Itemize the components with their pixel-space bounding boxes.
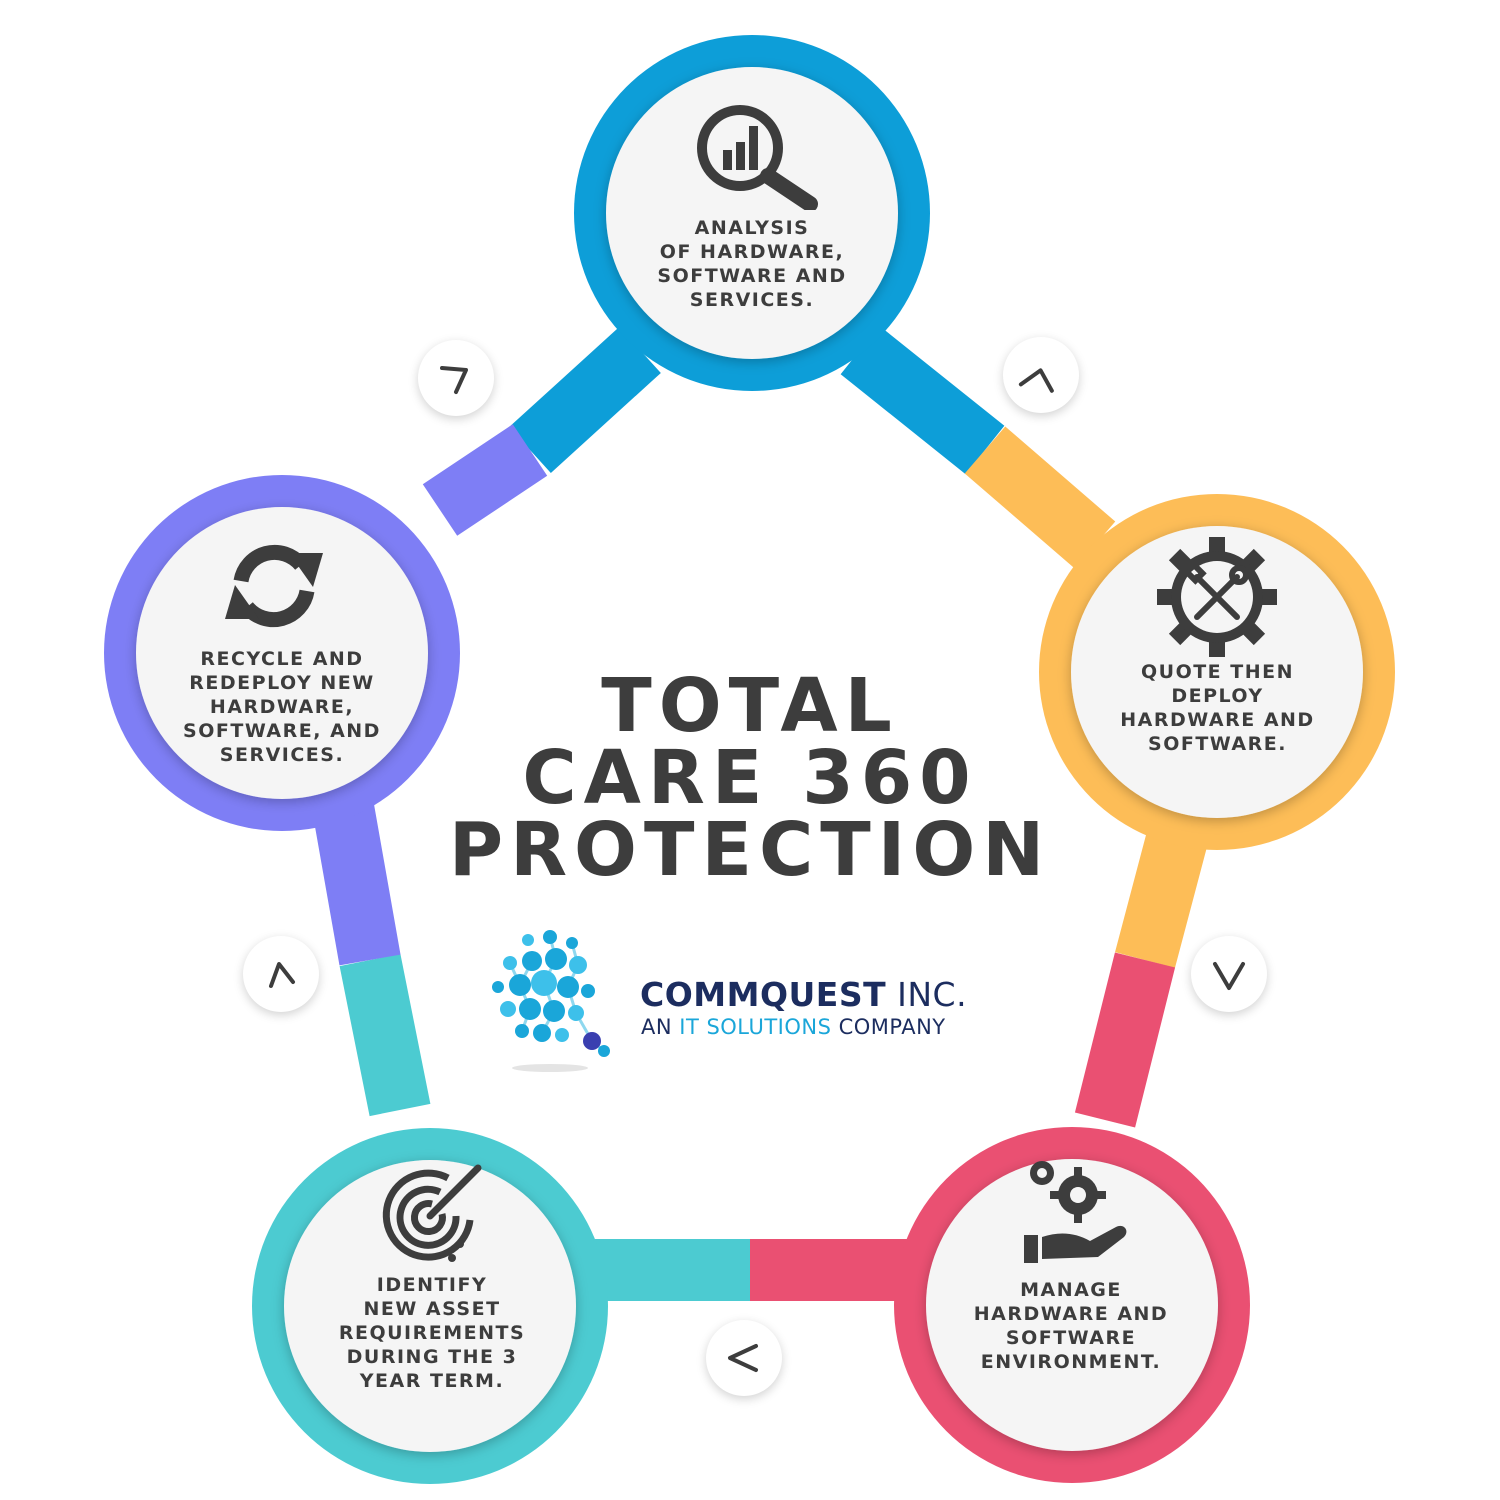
node-inner-identify bbox=[284, 1160, 576, 1452]
step-text-manage: MANAGE HARDWARE AND SOFTWARE ENVIRONMENT… bbox=[973, 1279, 1169, 1373]
logo-dot bbox=[531, 970, 557, 996]
logo-dot bbox=[583, 1032, 601, 1050]
logo-dot bbox=[543, 930, 557, 944]
logo-dot bbox=[522, 934, 534, 946]
logo-dot bbox=[569, 956, 587, 974]
node-inner-manage bbox=[926, 1159, 1218, 1451]
logo-dot bbox=[519, 998, 541, 1020]
tagline-end: COMPANY bbox=[831, 1015, 946, 1039]
target-icon bbox=[382, 1164, 482, 1262]
arrow-badge-top-left bbox=[418, 340, 494, 416]
chevron-arrow-icon bbox=[269, 962, 295, 988]
node-inner-recycle bbox=[136, 507, 428, 799]
ring-segment-blue bbox=[509, 325, 1005, 475]
molecule-logo-icon bbox=[492, 930, 610, 1072]
step-text-quote: QUOTE THEN DEPLOY HARDWARE AND SOFTWARE. bbox=[1120, 661, 1315, 755]
chevron-arrow-icon bbox=[440, 366, 468, 394]
magnifier-chart-icon bbox=[697, 105, 818, 210]
arrow-badge-right bbox=[1191, 936, 1267, 1012]
logo-dot bbox=[557, 976, 579, 998]
chevron-arrow-icon bbox=[1213, 962, 1245, 990]
chevron-arrow-icon bbox=[1018, 368, 1054, 393]
tagline-start: AN bbox=[641, 1015, 680, 1039]
logo-dot bbox=[543, 1000, 565, 1022]
logo-dot bbox=[566, 937, 578, 949]
center-title: TOTAL CARE 360 PROTECTION bbox=[448, 663, 1052, 893]
logo-dot bbox=[500, 1001, 516, 1017]
logo-dot bbox=[568, 1005, 584, 1021]
logo-dot bbox=[515, 1024, 529, 1038]
gear-tools-icon bbox=[1157, 537, 1277, 657]
company-name-light: INC. bbox=[886, 975, 968, 1014]
tagline-accent: IT SOLUTIONS bbox=[679, 1015, 832, 1039]
step-text-analysis: ANALYSIS OF HARDWARE, SOFTWARE AND SERVI… bbox=[657, 217, 847, 311]
hand-gears-icon bbox=[1024, 1161, 1127, 1263]
logo-dot bbox=[492, 981, 504, 993]
arrow-badge-left bbox=[243, 936, 319, 1012]
company-name-bold: COMMQUEST bbox=[640, 975, 887, 1014]
logo-dot bbox=[555, 1028, 569, 1042]
step-text-recycle: RECYCLE AND REDEPLOY NEW HARDWARE, SOFTW… bbox=[183, 648, 381, 766]
arrow-badge-bottom bbox=[706, 1320, 782, 1396]
logo-dot bbox=[533, 1024, 551, 1042]
refresh-arrows-icon bbox=[225, 544, 323, 628]
logo-dot bbox=[503, 956, 517, 970]
node-inner-quote bbox=[1071, 526, 1363, 818]
logo-dot bbox=[581, 984, 595, 998]
company-tagline: AN IT SOLUTIONS COMPANY bbox=[641, 1015, 946, 1039]
node-inner-analysis bbox=[606, 67, 898, 359]
logo-dot bbox=[598, 1045, 610, 1057]
arrow-badge-top-right bbox=[1003, 337, 1079, 413]
step-text-identify: IDENTIFY NEW ASSET REQUIREMENTS DURING T… bbox=[338, 1274, 526, 1392]
logo-dot bbox=[522, 951, 542, 971]
company-name: COMMQUEST INC. bbox=[640, 975, 967, 1014]
chevron-arrow-icon bbox=[728, 1344, 758, 1372]
logo-dot bbox=[545, 948, 567, 970]
logo-dot bbox=[509, 974, 531, 996]
